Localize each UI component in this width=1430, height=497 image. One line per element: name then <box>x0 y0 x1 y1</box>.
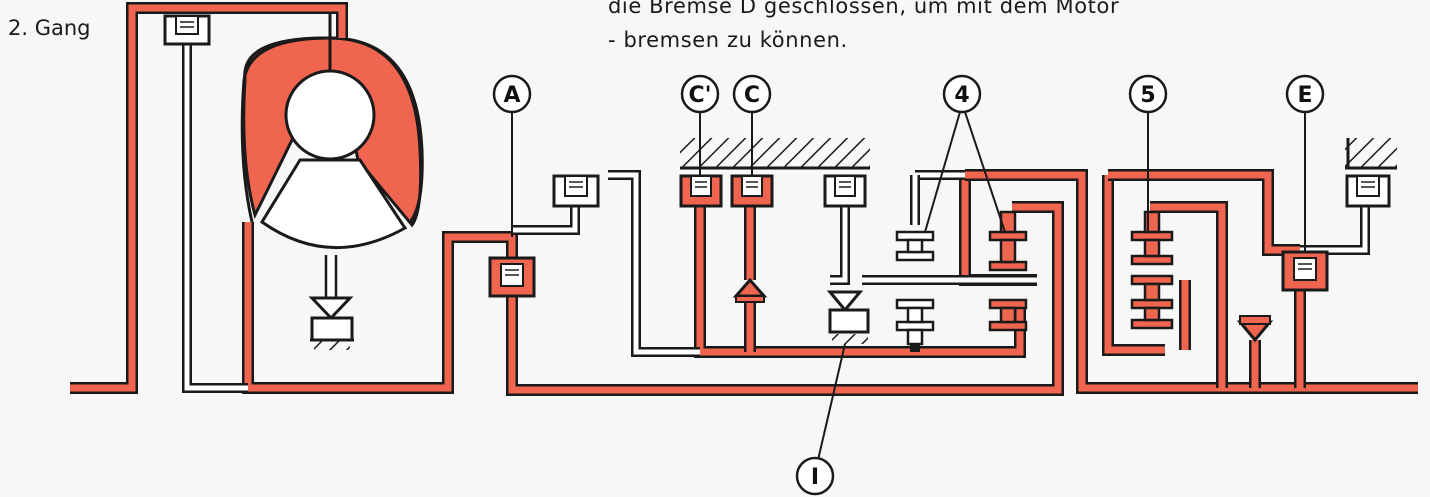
cylinder-C-prime <box>679 174 723 208</box>
planetary-set-4-left <box>895 230 935 346</box>
label-5: 5 <box>1128 74 1168 114</box>
svg-text:A: A <box>503 83 520 108</box>
label-A: A <box>492 74 532 114</box>
svg-text:C: C <box>744 83 760 108</box>
cylinder-C <box>730 174 774 208</box>
freewheel-I <box>826 290 870 334</box>
torque-converter <box>240 8 424 350</box>
leader-lines <box>511 111 1306 461</box>
cylinder-E <box>1281 250 1329 292</box>
svg-text:I: I <box>811 465 819 490</box>
svg-text:5: 5 <box>1140 83 1155 108</box>
caption-line-1: die Bremse D geschlossen, um mit dem Mot… <box>608 0 1120 18</box>
cylinder-A <box>488 256 536 298</box>
label-C: C <box>732 74 772 114</box>
ground-housing <box>680 138 1397 344</box>
freewheel-C <box>732 277 768 303</box>
label-C-prime: C' <box>680 74 720 114</box>
label-4: 4 <box>942 74 982 114</box>
label-I: I <box>795 456 835 496</box>
cylinder-D <box>823 174 867 208</box>
freewheel-E <box>1236 315 1274 343</box>
gear-title: 2. Gang <box>8 16 91 40</box>
svg-text:E: E <box>1297 83 1312 108</box>
cylinder-top-left <box>163 14 211 46</box>
caption-line-2: - bremsen zu können. <box>608 28 848 52</box>
label-E: E <box>1285 74 1325 114</box>
cylinder-upper-A <box>552 174 600 208</box>
svg-text:4: 4 <box>954 83 969 108</box>
svg-text:C': C' <box>689 83 712 108</box>
planetary-set-5 <box>1130 210 1174 330</box>
cylinder-far-right <box>1345 174 1391 208</box>
pressure-lines-free <box>182 30 1370 393</box>
